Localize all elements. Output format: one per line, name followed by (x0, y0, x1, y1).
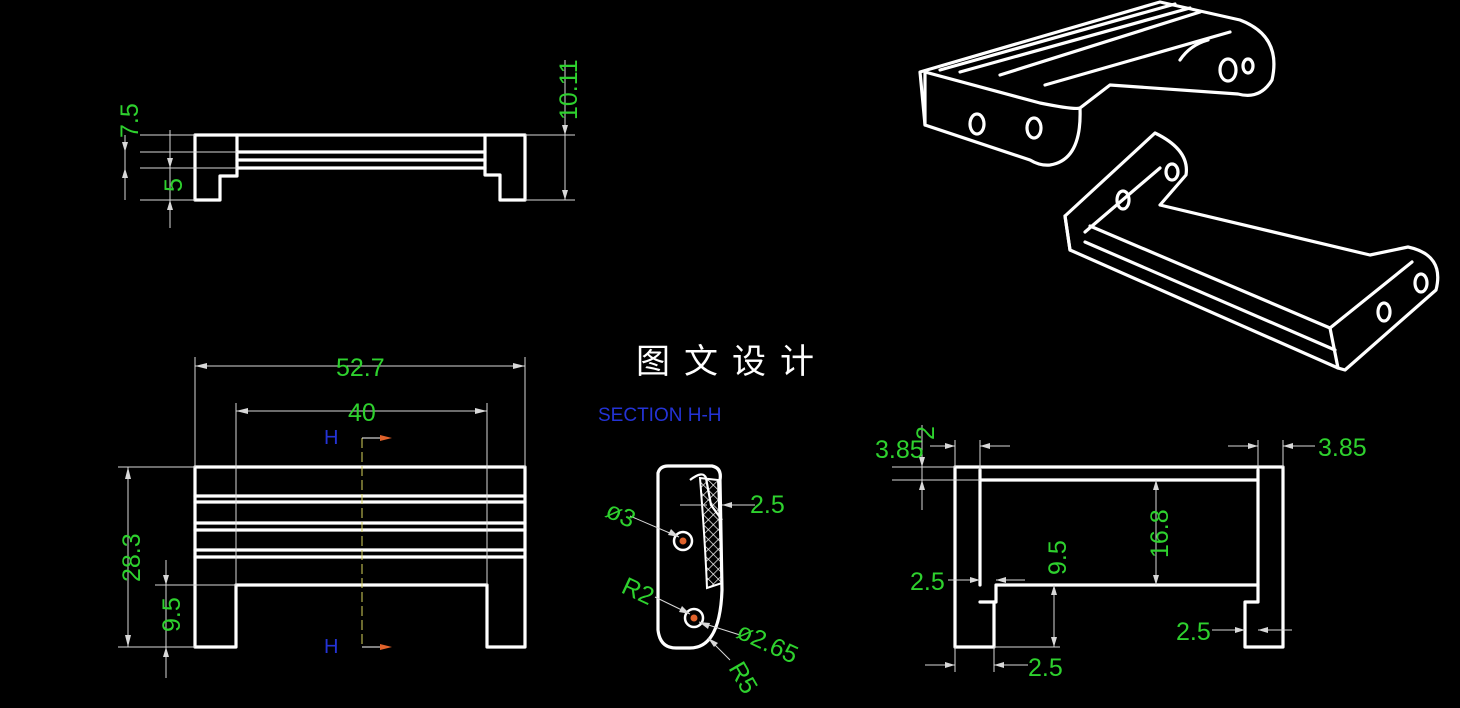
dim-3-85-left: 3.85 (875, 436, 924, 464)
cut-label-bottom: H (324, 636, 338, 658)
top-view-dimensions: 7.5 5 10.11 (116, 59, 583, 228)
section-view: SECTION H-H ø3 2.5 R2 ø2.65 (598, 405, 802, 699)
dim-9-5-front: 9.5 (158, 597, 186, 632)
front-view: H H 52.7 40 28.3 9.5 (118, 354, 527, 678)
dim-7-5: 7.5 (116, 103, 144, 138)
isometric-upper-part (918, 0, 1276, 167)
dim-2-side: 2 (912, 426, 940, 440)
dim-9-5-side: 9.5 (1044, 540, 1072, 575)
dim-2-5-c: 2.5 (1176, 618, 1211, 646)
dim-5: 5 (160, 178, 188, 192)
dim-16-8: 16.8 (1146, 509, 1174, 558)
dim-r2: R2 (617, 572, 658, 611)
section-label: SECTION H-H (598, 405, 722, 426)
dim-10-11: 10.11 (555, 59, 583, 120)
section-dimensions: ø3 2.5 R2 ø2.65 R5 (601, 491, 802, 699)
dim-dia-3: ø3 (601, 496, 639, 534)
drawing-title: 图文设计 (636, 342, 828, 382)
dim-28-3: 28.3 (118, 533, 146, 582)
side-view-dimensions: 3.85 2 3.85 16.8 9.5 2.5 2.5 2.5 (875, 425, 1367, 682)
top-view: 7.5 5 10.11 (116, 59, 583, 228)
dim-3-85-right: 3.85 (1318, 434, 1367, 462)
dim-52-7: 52.7 (336, 354, 385, 382)
side-view: 3.85 2 3.85 16.8 9.5 2.5 2.5 2.5 (875, 425, 1367, 682)
dim-2-5-section: 2.5 (750, 491, 785, 519)
top-view-outline (193, 133, 527, 202)
dim-40: 40 (348, 399, 376, 427)
isometric-lower-part (1063, 131, 1440, 372)
cut-label-top: H (324, 427, 338, 449)
dim-2-5-a: 2.5 (910, 568, 945, 596)
front-view-outline (193, 465, 527, 649)
section-cut-line: H H (324, 427, 392, 658)
side-view-outline (953, 465, 1285, 649)
front-view-dimensions: 52.7 40 28.3 9.5 (118, 354, 526, 678)
dim-r5: R5 (723, 657, 763, 699)
dim-2-5-b: 2.5 (1028, 654, 1063, 682)
section-outline (656, 464, 724, 650)
